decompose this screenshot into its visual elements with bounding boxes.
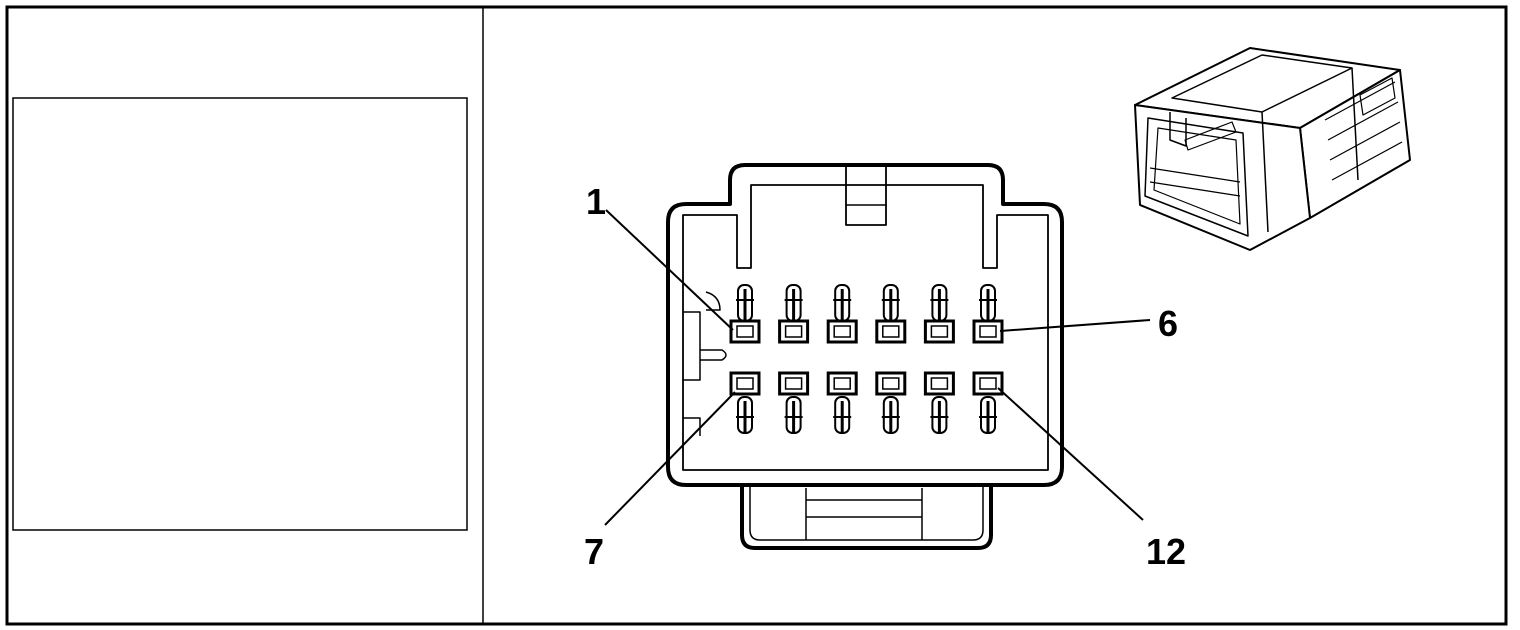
- terminal-pin-2: [778, 284, 810, 344]
- pin-label-7: 7: [584, 531, 604, 572]
- connector-face: [666, 163, 1064, 550]
- leader-line-pin-6: [999, 319, 1151, 332]
- pin-label-1: 1: [586, 181, 606, 222]
- leader-line-pin-12: [997, 387, 1144, 521]
- terminal-pin-5: [923, 284, 955, 344]
- leader-line-pin-1: [605, 209, 734, 331]
- terminal-pin-10: [875, 371, 907, 434]
- connector-isometric-illustration: [1134, 47, 1411, 251]
- terminal-pin-12: [972, 371, 1004, 434]
- pin-label-12: 12: [1146, 531, 1186, 572]
- terminal-pin-8: [778, 371, 810, 434]
- terminal-pin-1: [729, 284, 761, 344]
- leader-line-pin-7: [604, 391, 736, 526]
- leader-lines: [604, 209, 1151, 526]
- terminal-pin-7: [729, 371, 761, 434]
- terminal-group: [729, 284, 1004, 434]
- terminal-pin-11: [923, 371, 955, 434]
- legend-box: [12, 97, 468, 531]
- terminal-pin-4: [875, 284, 907, 344]
- outer-frame: [5, 5, 1508, 626]
- terminal-pin-6: [972, 284, 1004, 344]
- pin-label-6: 6: [1158, 303, 1178, 344]
- terminal-pin-9: [826, 371, 858, 434]
- terminal-pin-3: [826, 284, 858, 344]
